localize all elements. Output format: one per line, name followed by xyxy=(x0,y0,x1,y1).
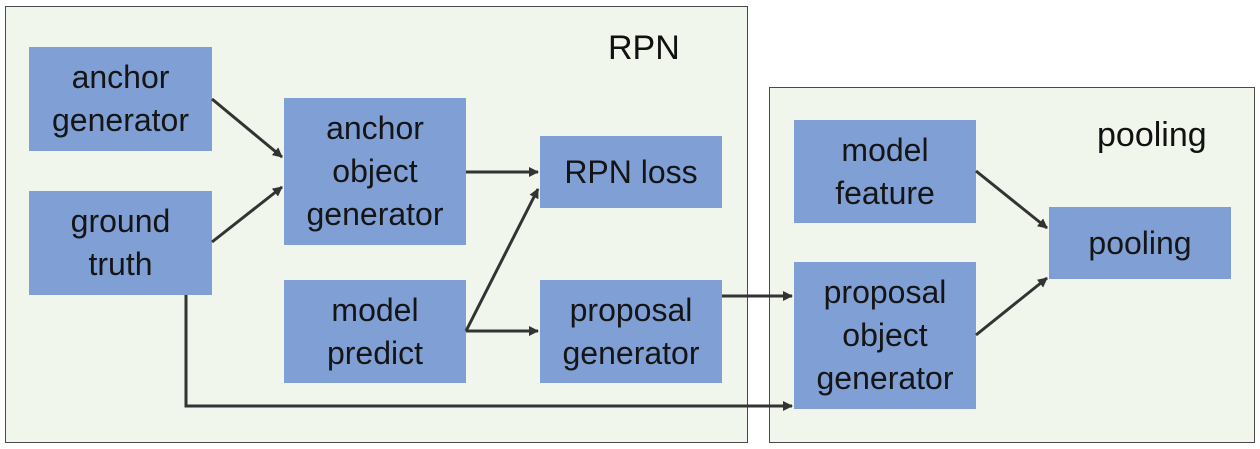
node-label-line: object xyxy=(332,153,418,189)
ground-truth-node: ground truth xyxy=(29,191,212,295)
node-label-line: object xyxy=(842,317,928,353)
node-label-line: proposal xyxy=(823,274,947,310)
proposal-object-generator-node: proposal object generator xyxy=(794,262,976,409)
anchor-object-generator-node: anchor object generator xyxy=(284,98,466,245)
rpn-loss-node: RPN loss xyxy=(540,136,722,208)
model-feature-node: model feature xyxy=(794,120,976,223)
model-predict-node: model predict xyxy=(284,280,466,383)
anchor-generator-node: anchor generator xyxy=(29,47,212,151)
rpn-group-title: RPN xyxy=(608,29,680,67)
pooling-node: pooling xyxy=(1049,207,1231,279)
node-label-line: generator xyxy=(52,102,189,138)
node-label-line: model xyxy=(841,131,929,168)
proposal-generator-node: proposal generator xyxy=(540,280,722,383)
node-label-line: anchor xyxy=(326,110,424,146)
node-label-line: generator xyxy=(306,196,444,232)
pooling-group-title: pooling xyxy=(1097,116,1207,154)
node-label-line: feature xyxy=(835,174,935,211)
node-label-line: anchor xyxy=(71,59,170,95)
node-label-line: generator xyxy=(562,334,700,371)
node-label-line: truth xyxy=(88,246,153,282)
node-label-line: ground xyxy=(70,203,171,239)
node-label-line: generator xyxy=(816,360,954,396)
node-label-line: model xyxy=(331,291,419,328)
node-label-line: predict xyxy=(326,334,424,371)
node-label-line: proposal xyxy=(569,291,693,328)
node-label-line: RPN loss xyxy=(564,153,698,190)
node-label-line: pooling xyxy=(1088,224,1192,261)
